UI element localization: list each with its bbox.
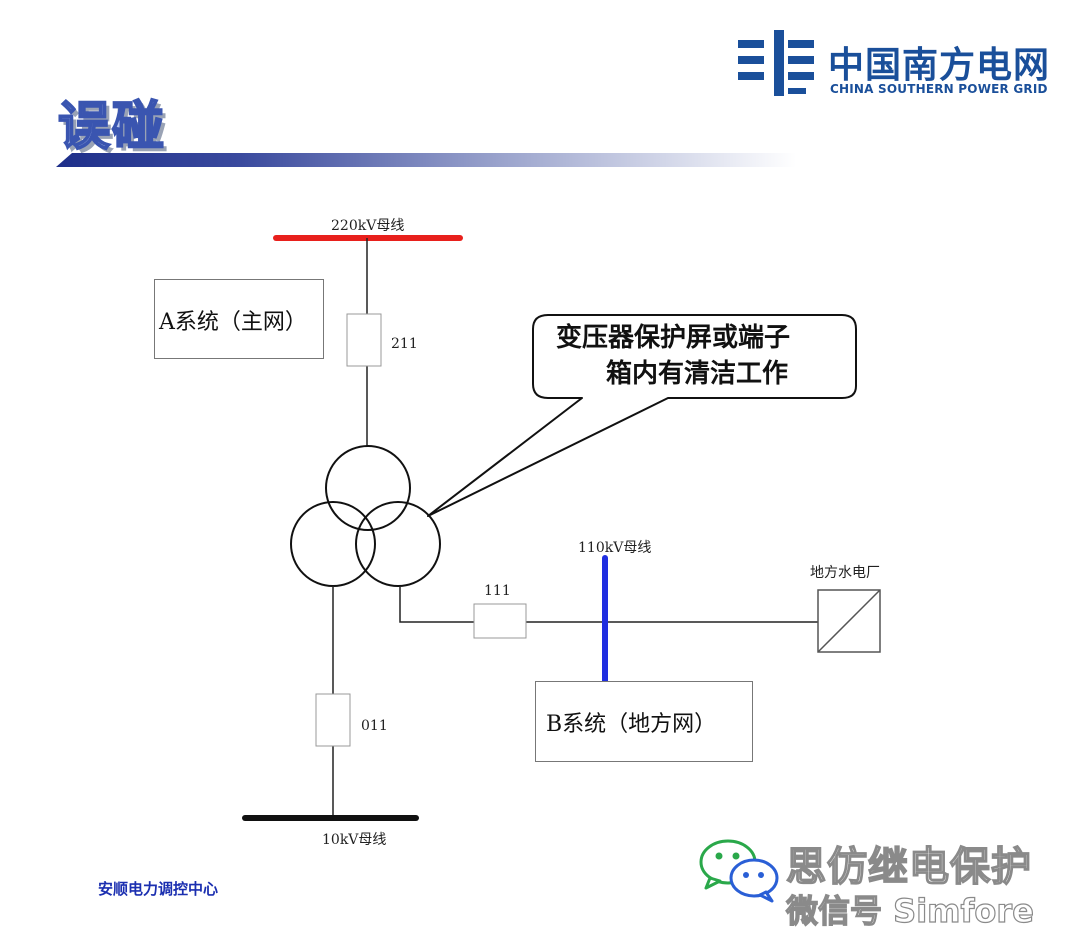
callout-bubble: [427, 314, 857, 517]
callout-text: 变压器保护屏或端子 箱内有清洁工作: [542, 320, 862, 392]
bus-10kv-label: 10kV母线: [322, 832, 387, 848]
local-hydro-plant-diagonal: [817, 589, 881, 653]
wechat-icon: [699, 839, 779, 903]
footer-organization: 安顺电力调控中心: [98, 880, 219, 898]
breaker-011-label: 011: [361, 718, 388, 734]
transformer-winding-mv: [355, 501, 441, 587]
page-title: 误碰: [57, 96, 167, 158]
system-b-label: B系统（地方网）: [546, 712, 717, 737]
grid-logo-icon: [738, 30, 814, 96]
breaker-011: [315, 693, 351, 747]
local-hydro-plant-label: 地方水电厂: [810, 565, 880, 581]
system-a-box: A系统（主网）: [154, 279, 324, 359]
watermark-title: 思仿继电保护: [785, 843, 1032, 891]
logo-english-name: CHINA SOUTHERN POWER GRID: [830, 82, 1048, 96]
system-a-label: A系统（主网）: [159, 310, 307, 335]
watermark-subtitle: 微信号 Simfore: [785, 891, 1034, 930]
breaker-211-label: 211: [391, 336, 418, 352]
bus-220kv-label: 220kV母线: [331, 218, 405, 234]
transformer-winding-lv: [290, 501, 376, 587]
title-underline-bar: [56, 153, 796, 167]
company-logo: 中国南方电网 CHINA SOUTHERN POWER GRID: [738, 30, 1051, 100]
breaker-111: [473, 603, 527, 639]
breaker-111-label: 111: [484, 583, 511, 599]
bus-110kv-label: 110kV母线: [578, 540, 652, 556]
transformer-winding-hv: [325, 445, 411, 531]
breaker-211: [346, 313, 382, 367]
logo-chinese-name: 中国南方电网: [828, 45, 1051, 86]
feeder-110-line: [399, 586, 818, 623]
callout-line-2: 箱内有清洁工作: [606, 359, 789, 389]
system-b-box: B系统（地方网）: [535, 681, 753, 762]
callout-line-1: 变压器保护屏或端子: [556, 323, 791, 353]
